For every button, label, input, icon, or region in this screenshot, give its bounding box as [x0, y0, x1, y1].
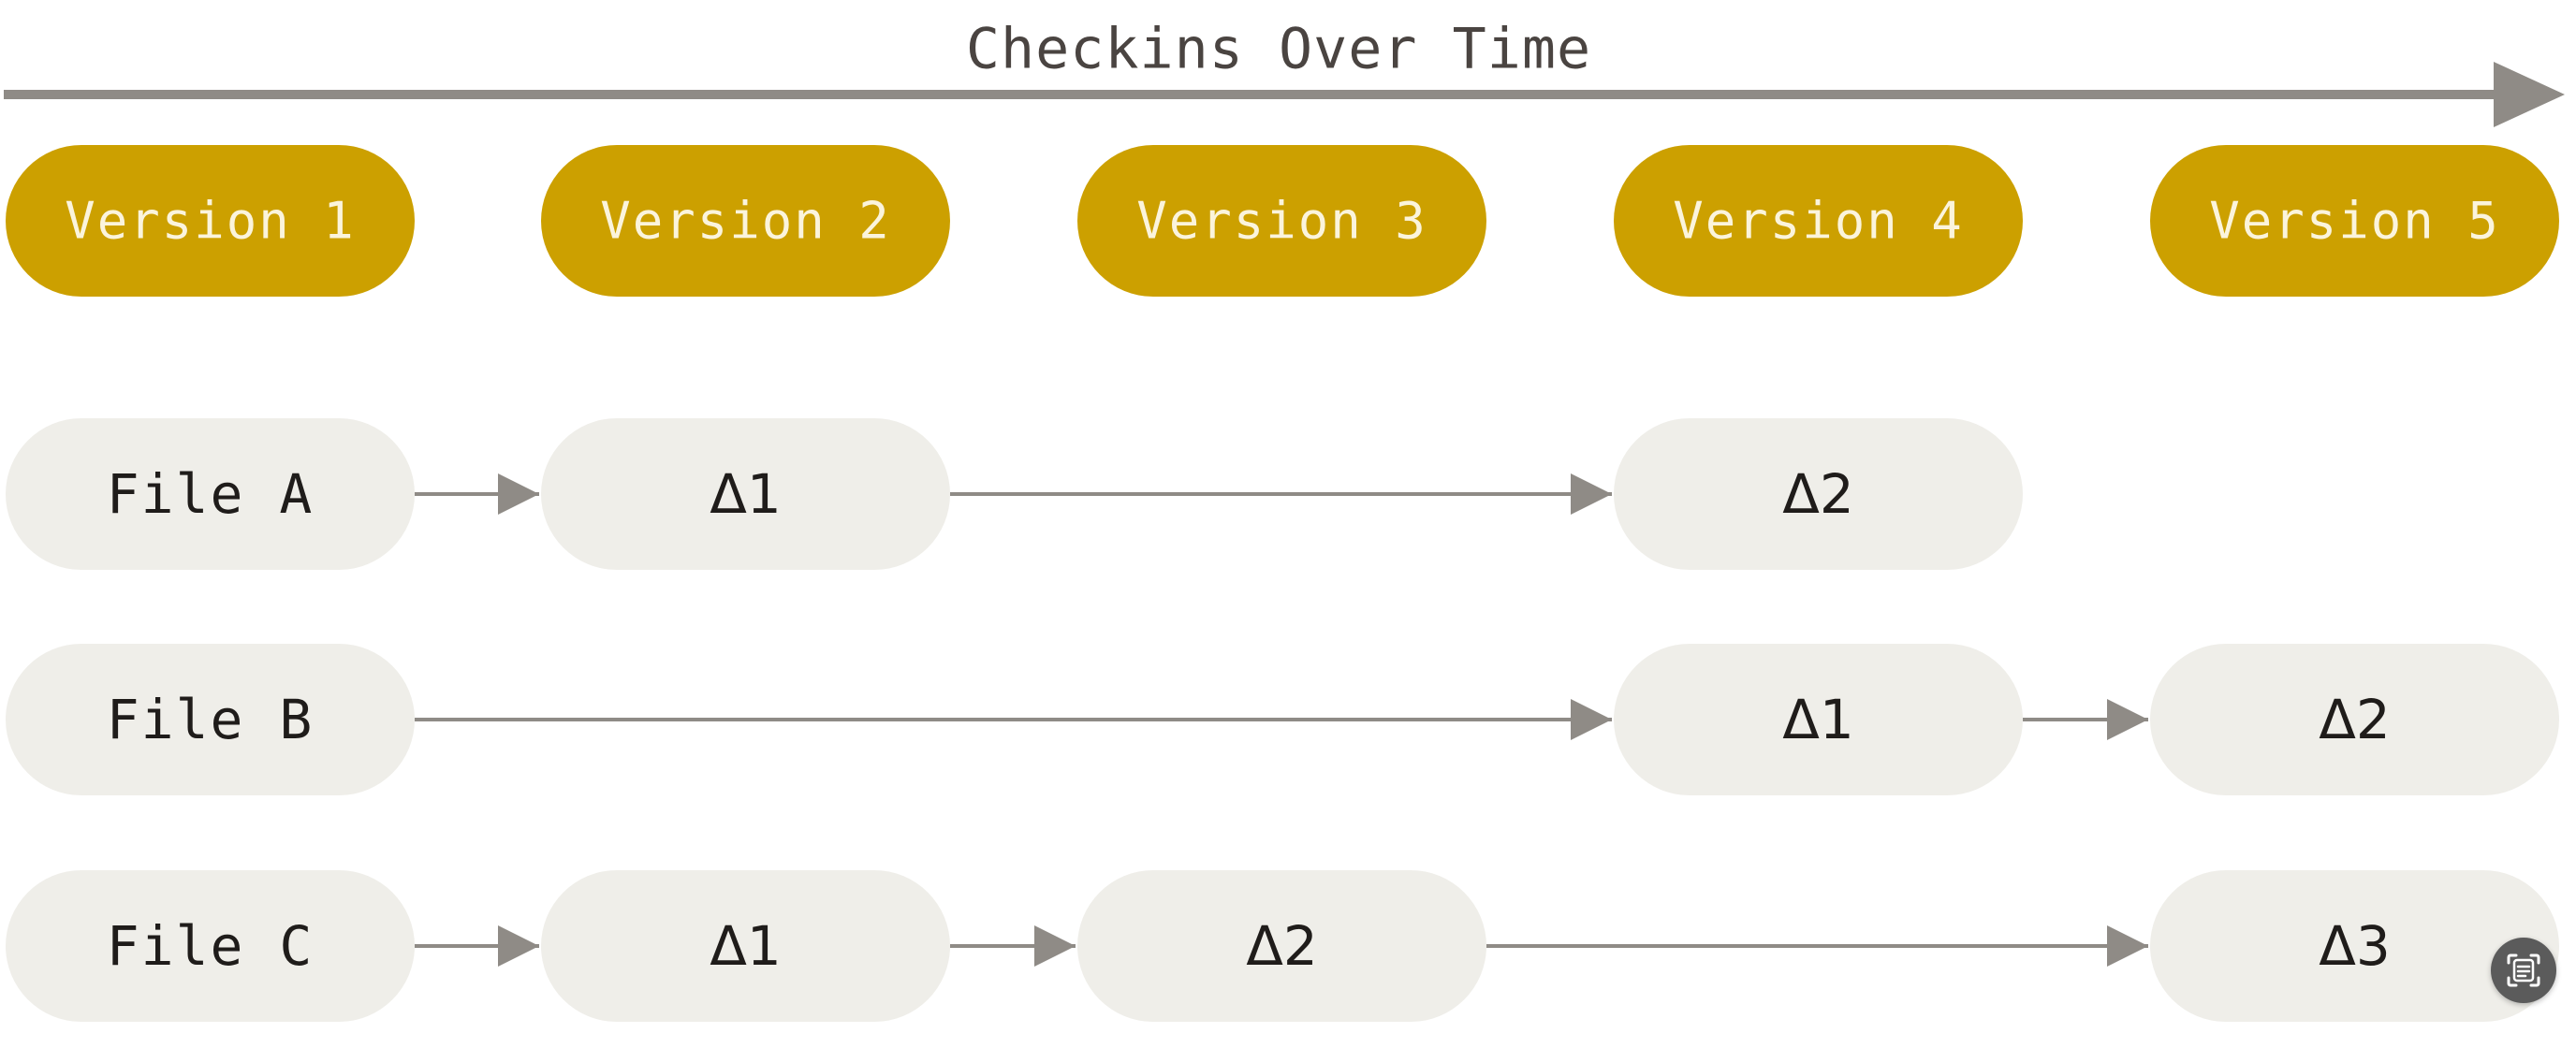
delta-node-label: Δ2: [1782, 462, 1854, 526]
file-node: File B: [6, 644, 415, 795]
delta-node: Δ1: [1614, 644, 2023, 795]
delta-node-label: Δ1: [1782, 688, 1854, 751]
version-2-shape: [541, 145, 950, 297]
delta-node-shape: [541, 418, 950, 570]
version-2: Version 2: [541, 145, 950, 297]
version-3: Version 3: [1077, 145, 1486, 297]
version-5-label: Version 5: [2209, 192, 2500, 251]
delta-node: Δ1: [541, 870, 950, 1022]
version-1: Version 1: [6, 145, 415, 297]
file-row-1: File A Δ1 Δ2: [6, 418, 2023, 570]
delta-node-label: Δ1: [710, 914, 782, 978]
delta-node: Δ2: [2150, 644, 2559, 795]
file-node: File C: [6, 870, 415, 1022]
delta-node: Δ2: [1614, 418, 2023, 570]
version-2-label: Version 2: [600, 192, 891, 251]
delta-node-label: Δ2: [1246, 914, 1318, 978]
arrows-layer: [415, 473, 2148, 967]
delta-node-shape: [1614, 418, 2023, 570]
delta-node-shape: [1077, 870, 1486, 1022]
file-node-label: File B: [107, 688, 315, 751]
file-node-shape: [6, 870, 415, 1022]
delta-node-label: Δ1: [710, 462, 782, 526]
timeline-arrowhead: [2494, 62, 2565, 127]
file-node-label: File C: [107, 914, 315, 978]
delta-node-shape: [541, 870, 950, 1022]
delta-node-label: Δ3: [2319, 914, 2391, 978]
version-4: Version 4: [1614, 145, 2023, 297]
file-row-3: File C Δ1 Δ2 Δ3: [6, 870, 2559, 1022]
timeline: Checkins Over Time: [4, 17, 2565, 127]
delta-node-shape: [2150, 644, 2559, 795]
version-5: Version 5: [2150, 145, 2559, 297]
file-node-label: File A: [107, 462, 315, 526]
scan-text-button[interactable]: [2491, 938, 2556, 1003]
file-row-2: File B Δ1 Δ2: [6, 644, 2559, 795]
scan-text-icon: [2507, 953, 2540, 987]
version-1-label: Version 1: [65, 192, 356, 251]
delta-node: Δ3: [2150, 870, 2559, 1022]
version-row: Version 1 Version 2 Version 3 Version 4 Vers…: [6, 145, 2559, 297]
delta-node-shape: [2150, 870, 2559, 1022]
delta-node-label: Δ2: [2319, 688, 2391, 751]
version-3-label: Version 3: [1136, 192, 1427, 251]
file-node-shape: [6, 644, 415, 795]
version-4-shape: [1614, 145, 2023, 297]
file-node: File A: [6, 418, 415, 570]
version-4-label: Version 4: [1673, 192, 1964, 251]
version-5-shape: [2150, 145, 2559, 297]
delta-node: Δ2: [1077, 870, 1486, 1022]
version-1-shape: [6, 145, 415, 297]
delta-node: Δ1: [541, 418, 950, 570]
version-3-shape: [1077, 145, 1486, 297]
timeline-title: Checkins Over Time: [966, 17, 1591, 82]
file-node-shape: [6, 418, 415, 570]
delta-node-shape: [1614, 644, 2023, 795]
